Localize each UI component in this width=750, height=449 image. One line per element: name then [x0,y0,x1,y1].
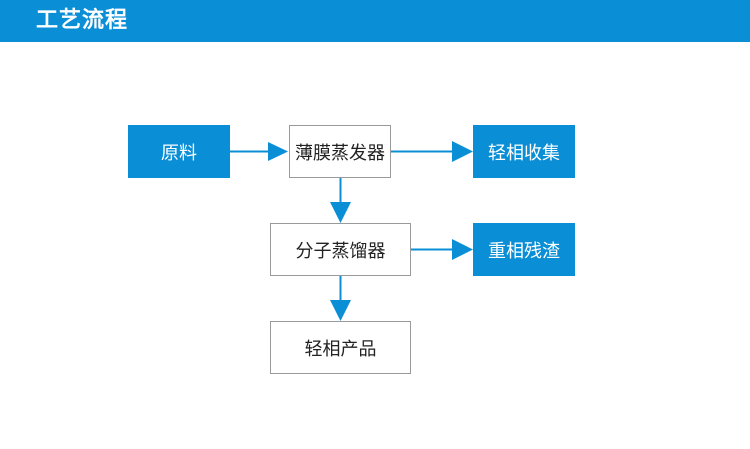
node-molecular-distiller: 分子蒸馏器 [270,223,411,276]
arrow-evaporator-to-distiller [330,178,351,223]
arrow-distiller-to-light-product [330,276,351,321]
node-heavy-phase-residue: 重相残渣 [473,223,575,276]
arrow-distiller-to-heavy-residue [411,239,473,260]
node-raw-material: 原料 [128,125,230,178]
arrow-raw-to-evaporator [230,142,288,161]
node-light-phase-product: 轻相产品 [270,321,411,374]
arrow-evaporator-to-light-collection [391,141,473,162]
node-light-phase-collection: 轻相收集 [473,125,575,178]
header-bar: 工艺流程 [0,0,750,42]
page-title: 工艺流程 [36,8,129,33]
node-thin-film-evaporator: 薄膜蒸发器 [289,125,391,178]
